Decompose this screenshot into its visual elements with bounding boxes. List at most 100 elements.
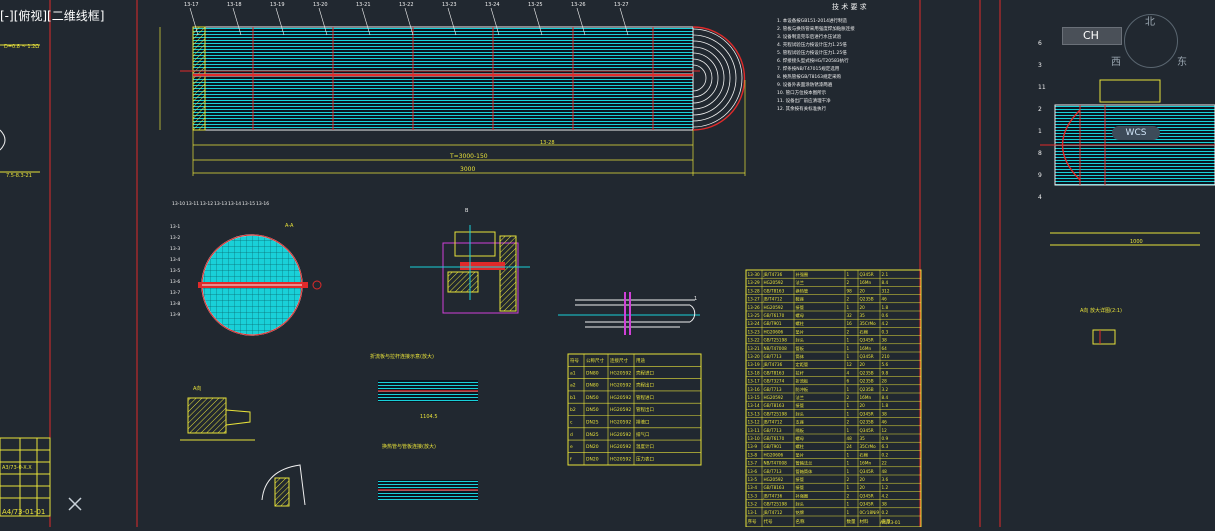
- section-aa-label: A-A: [285, 223, 294, 229]
- close-icon-glyph: [68, 497, 82, 511]
- bom-cell: 8.4: [882, 395, 889, 400]
- aa-balloon: 13-13: [214, 201, 227, 207]
- tech-req-line: 1. 本设备按GB151-2014进行制造: [777, 17, 847, 24]
- bom-cell: 补强圈: [796, 271, 809, 278]
- bom-cell: 210: [882, 354, 890, 359]
- close-icon[interactable]: [66, 495, 84, 513]
- bom-cell: 20: [860, 403, 866, 408]
- bom-cell: GB/T713: [764, 387, 782, 392]
- bom-cell: 32: [847, 313, 853, 318]
- nozzle-cell: HG20592: [610, 444, 631, 450]
- bom-cell: NB/T47008: [764, 346, 788, 351]
- bom-cell: 1: [847, 461, 850, 466]
- ime-label[interactable]: CH: [1083, 29, 1099, 42]
- bom-cell: 4.2: [882, 321, 889, 326]
- detail-b[interactable]: B: [410, 208, 530, 314]
- viewport-controls-label[interactable]: [-][俯视][二维线框]: [0, 9, 105, 23]
- left-drawing-number: A4/73-01-01: [2, 508, 45, 516]
- nozzle-cell: 压力表口: [636, 455, 654, 462]
- bom-cell: 13-19: [748, 362, 761, 367]
- aa-balloon: 13-2: [170, 235, 180, 241]
- leader-line: [404, 7, 414, 36]
- nozzle-cell: HG20592: [610, 370, 631, 376]
- bom-cell: 支座: [796, 419, 804, 426]
- bom-cell: 98: [847, 288, 853, 293]
- heat-exchanger-elevation[interactable]: T=3000-150 3000 13-28: [159, 26, 746, 176]
- bom-cell: 13-3: [748, 493, 758, 498]
- bom-cell: 2: [847, 395, 850, 400]
- bom-cell: 13-24: [748, 321, 761, 326]
- leader-line: [361, 7, 371, 36]
- baffle-detail: 折流板与拉杆连接示意(放大) 1104.5 换热管与管板连接(放大): [370, 353, 478, 500]
- right-balloon: 9: [1038, 172, 1042, 179]
- nozzle-cell: 排液口: [636, 419, 650, 426]
- nozzle-cell: 公称尺寸: [586, 357, 604, 364]
- bom-cell: 0.2: [882, 510, 889, 515]
- bom-cell: JB/T4736: [763, 493, 783, 498]
- right-dim: 1000: [1130, 239, 1143, 245]
- balloon-label: 13-19: [270, 2, 285, 8]
- bom-cell: 2: [847, 420, 850, 425]
- nozzle-cell: DN25: [586, 420, 599, 426]
- right-balloon: 8: [1038, 150, 1042, 157]
- bom-cell: HG20606: [764, 329, 784, 334]
- bom-cell: 46: [882, 297, 888, 302]
- bom-cell: 35CrMo: [860, 444, 877, 449]
- input-method-toolbar[interactable]: CH: [1062, 27, 1122, 45]
- nozzle-cell: 连接尺寸: [610, 357, 628, 364]
- leader-line: [189, 7, 199, 36]
- nozzle-cell: DN20: [586, 456, 599, 462]
- bom-cell: 28: [882, 379, 888, 384]
- bom-cell: 13-20: [748, 354, 761, 359]
- bom-cell: 螺母: [796, 312, 804, 319]
- aa-balloon: 13-5: [170, 268, 180, 274]
- aa-balloon: 13-1: [170, 224, 180, 230]
- bom-header-cell: 名称: [796, 518, 805, 525]
- bom-cell: 防冲板: [796, 386, 809, 393]
- viewcube[interactable]: 北 西 东: [1111, 14, 1187, 68]
- bom-cell: 9.8: [882, 370, 889, 375]
- wcs-menu[interactable]: WCS: [1112, 126, 1160, 140]
- bom-cell: 鞍座: [796, 296, 804, 303]
- bom-cell: 1: [847, 305, 850, 310]
- nozzle-cell: 管程出口: [636, 406, 654, 413]
- aa-balloon: 13-11: [186, 201, 199, 207]
- bom-cell: Q345R: [860, 411, 874, 416]
- bom-cell: 38: [882, 502, 888, 507]
- leader-line: [447, 7, 457, 36]
- nozzle-cell: DN80: [586, 383, 599, 389]
- bom-footer: A4/73-01: [880, 520, 901, 526]
- bom-cell: 16: [847, 321, 853, 326]
- bom-cell: 2: [847, 297, 850, 302]
- bom-cell: 46: [882, 420, 888, 425]
- bom-cell: 35: [860, 436, 866, 441]
- bom-cell: GB/T25198: [764, 338, 788, 343]
- bom-cell: 13-13: [748, 411, 761, 416]
- aa-balloon: 13-16: [256, 201, 269, 207]
- bom-cell: GB/T901: [764, 321, 782, 326]
- bom-cell: 接管: [796, 476, 804, 483]
- bom-cell: 隔板: [796, 427, 805, 434]
- bom-cell: 1: [847, 469, 850, 474]
- bom-cell: 折流板: [796, 378, 809, 385]
- bom-cell: 1: [847, 387, 850, 392]
- bom-cell: JB/T4712: [763, 420, 783, 425]
- bom-cell: 石棉: [860, 451, 868, 458]
- bom-cell: JB/T4736: [763, 362, 783, 367]
- bom-cell: 0Cr18Ni9: [860, 510, 880, 515]
- tube-title: 换热管与管板连接(放大): [382, 443, 436, 450]
- aa-balloon: 13-14: [228, 201, 241, 207]
- bom-cell: Q235B: [860, 379, 874, 384]
- tech-req-line: 7. 焊条按NB/T47015规定选用: [777, 65, 839, 72]
- bom-cell: 1: [847, 354, 850, 359]
- bom-cell: HG20592: [764, 395, 784, 400]
- leader-line: [490, 7, 500, 36]
- bom-cell: 筒体: [796, 353, 805, 360]
